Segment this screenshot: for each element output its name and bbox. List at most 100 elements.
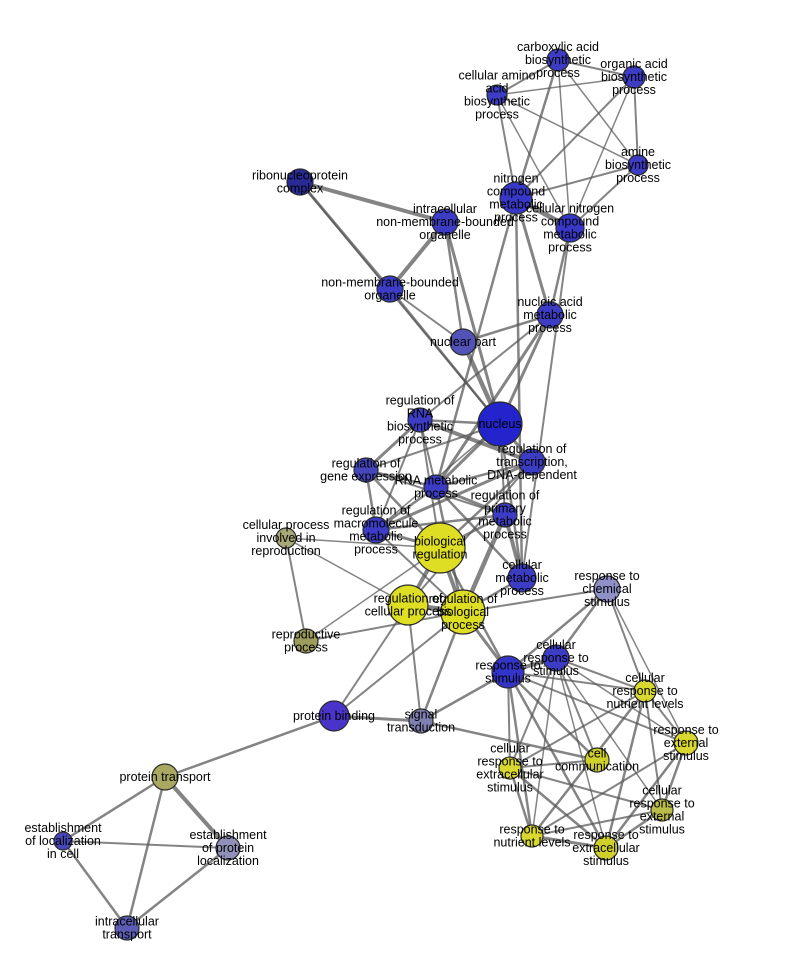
node-regPrimMet[interactable]	[492, 502, 518, 528]
node-cellProcRepro[interactable]	[275, 527, 297, 549]
edge-cellRespNutr-respExtra[interactable]	[604, 689, 647, 850]
edge-cellRespNutr-cellRespExternal[interactable]	[644, 690, 663, 811]
edge-cellRespStim-cellComm[interactable]	[555, 657, 598, 761]
node-respNutr[interactable]	[520, 824, 544, 848]
node-estLocCell[interactable]	[53, 831, 73, 851]
edge-nitrogen-cellMet[interactable]	[514, 196, 524, 580]
node-nucleicAcid[interactable]	[536, 301, 564, 329]
edge-bioReg-reproProc[interactable]	[305, 547, 441, 642]
edge-organic-nitrogen[interactable]	[515, 76, 635, 199]
node-rnaMet[interactable]	[423, 474, 449, 500]
edge-intraOrg-nmbOrg[interactable]	[388, 220, 447, 291]
edge-nmbOrg-nucleus[interactable]	[388, 287, 502, 426]
edge-rnp-intraOrg[interactable]	[298, 180, 447, 224]
edge-amine-cellNitrogen[interactable]	[569, 164, 639, 229]
node-rnp[interactable]	[286, 168, 314, 196]
edge-cellRespExternal-respNutr[interactable]	[531, 809, 663, 837]
edge-respStim-sigTrans[interactable]	[419, 670, 510, 723]
edge-intraOrg-nucleus[interactable]	[443, 220, 502, 426]
edge-cellNitrogen-cellMet[interactable]	[521, 227, 571, 579]
edge-cellRespStim-cellRespExtra[interactable]	[509, 657, 557, 769]
edge-nucleicAcid-nuclearPart[interactable]	[461, 313, 552, 344]
edge-nmbOrg-nuclearPart[interactable]	[389, 288, 464, 343]
edge-intraOrg-nuclearPart[interactable]	[443, 220, 465, 344]
edge-nitrogen-nucleicAcid[interactable]	[514, 196, 552, 317]
edge-respStim-respNutr[interactable]	[506, 670, 534, 838]
node-bioReg[interactable]	[414, 522, 466, 574]
edge-cellComm-sigTrans[interactable]	[419, 719, 599, 762]
node-cellRespNutr[interactable]	[633, 679, 657, 703]
edge-nucleus-regGeneExp[interactable]	[365, 423, 501, 471]
node-cellRespExternal[interactable]	[650, 798, 674, 822]
edge-cellProcRepro-reproProc[interactable]	[285, 537, 307, 642]
edge-amine-nitrogen[interactable]	[515, 164, 639, 199]
node-cellRespStim[interactable]	[542, 644, 570, 672]
edge-cellNitrogen-nucleicAcid[interactable]	[548, 226, 572, 317]
node-cellRespExtra[interactable]	[498, 756, 522, 780]
node-organic[interactable]	[622, 65, 646, 89]
edge-regBioProc-reproProc[interactable]	[305, 611, 464, 642]
edge-organic-cellNitrogen[interactable]	[569, 76, 635, 229]
edge-protTrans-estLocCell[interactable]	[61, 775, 167, 843]
edge-nucleicAcid-regRNAbio[interactable]	[419, 314, 551, 421]
edge-cellRespStim-respExtra[interactable]	[555, 657, 607, 849]
edge-respChem-cellRespStim[interactable]	[554, 587, 609, 660]
edge-bioReg-cellProcRepro[interactable]	[285, 537, 441, 549]
node-carboxylic[interactable]	[546, 48, 570, 72]
edge-organic-amine[interactable]	[633, 76, 639, 166]
edge-cellRespExtra-cellRespExternal[interactable]	[509, 767, 663, 811]
node-regCellProc[interactable]	[387, 584, 429, 626]
node-nuclearPart[interactable]	[449, 328, 477, 356]
edge-rnaMet-cellMet[interactable]	[434, 485, 524, 580]
edge-cellAmino-cellNitrogen[interactable]	[496, 94, 571, 229]
edge-carboxylic-organic[interactable]	[557, 59, 635, 78]
node-cellAmino[interactable]	[486, 84, 508, 106]
edge-respStim-cellRespNutr[interactable]	[507, 671, 646, 692]
node-respStim[interactable]	[491, 655, 525, 689]
edge-respChem-respExt[interactable]	[606, 588, 687, 744]
node-estProtLoc[interactable]	[215, 835, 241, 861]
node-regRNAbio[interactable]	[407, 407, 433, 433]
node-regTransDNA[interactable]	[518, 448, 546, 476]
edge-respStim-respExtra[interactable]	[506, 670, 608, 850]
node-respChem[interactable]	[593, 575, 621, 603]
edge-respStim-respExt[interactable]	[507, 671, 687, 744]
edge-regTransDNA-rnaMet[interactable]	[434, 460, 534, 489]
edge-estLocCell-intraTrans[interactable]	[61, 839, 129, 930]
edge-respExt-respExtra[interactable]	[604, 741, 688, 850]
edge-cellRespStim-cellRespExternal[interactable]	[555, 657, 663, 811]
node-intraTrans[interactable]	[114, 915, 140, 941]
edge-cellRespStim-cellRespNutr[interactable]	[555, 657, 646, 692]
node-respExtra[interactable]	[593, 835, 619, 861]
edge-respChem-respStim[interactable]	[506, 587, 609, 674]
edge-organic-cellAmino[interactable]	[496, 76, 635, 96]
node-nitrogen[interactable]	[499, 181, 533, 215]
node-cellNitrogen[interactable]	[555, 213, 585, 243]
node-intraOrg[interactable]	[431, 208, 459, 236]
edge-cellRespNutr-cellRespExtra[interactable]	[509, 690, 646, 769]
edge-regTransDNA-regMacroMet[interactable]	[374, 460, 534, 532]
edge-regBioProc-respChem[interactable]	[462, 588, 608, 613]
node-sigTrans[interactable]	[408, 708, 434, 734]
node-protBind[interactable]	[318, 700, 350, 732]
node-reproProc[interactable]	[293, 628, 319, 654]
node-cellMet[interactable]	[507, 563, 537, 593]
edge-cellRespExtra-respNutr[interactable]	[508, 766, 534, 838]
edge-carboxylic-nitrogen[interactable]	[514, 58, 560, 200]
edge-nucleicAcid-rnaMet[interactable]	[434, 313, 552, 489]
edge-cellRespExtra-respExtra[interactable]	[508, 766, 608, 850]
node-nmbOrg[interactable]	[376, 275, 404, 303]
edge-regRNAbio-regMacroMet[interactable]	[375, 419, 421, 531]
node-regMacroMet[interactable]	[362, 516, 390, 544]
edge-protTrans-intraTrans[interactable]	[125, 775, 167, 930]
edge-cellAmino-amine[interactable]	[496, 94, 639, 166]
edge-carboxylic-cellAmino[interactable]	[496, 59, 559, 96]
node-amine[interactable]	[627, 154, 649, 176]
edge-protTrans-estProtLoc[interactable]	[163, 775, 230, 850]
node-nucleus[interactable]	[477, 401, 523, 447]
edge-cellAmino-nitrogen[interactable]	[496, 94, 517, 199]
node-cellComm[interactable]	[584, 747, 610, 773]
edge-protBind-protTrans[interactable]	[163, 714, 336, 779]
edge-regBioProc-protBind[interactable]	[333, 611, 464, 717]
node-regBioProc[interactable]	[440, 589, 486, 635]
